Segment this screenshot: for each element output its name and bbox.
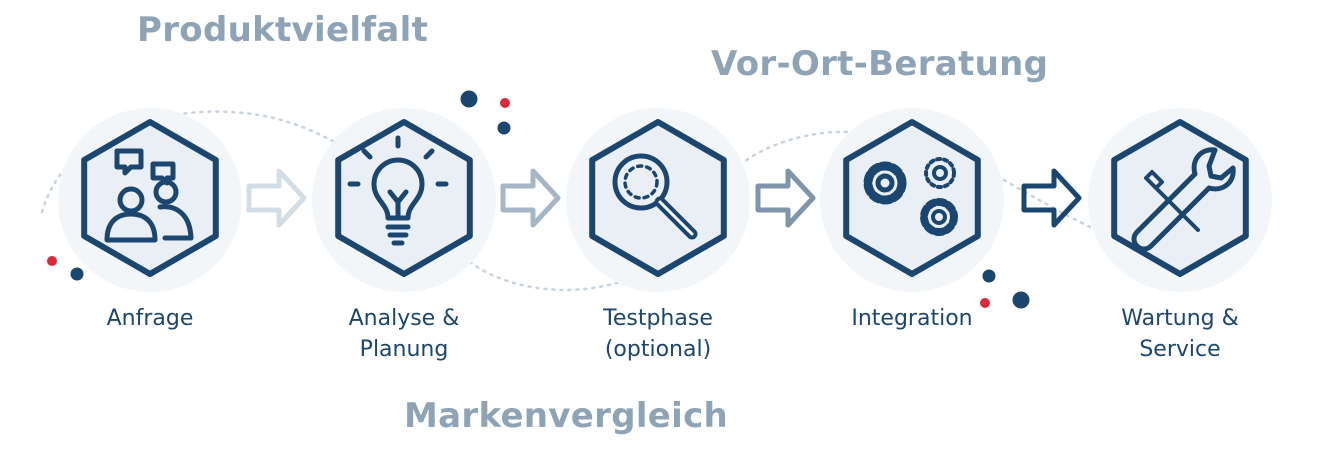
step-label-line: Wartung & — [1121, 306, 1239, 331]
decorative-dots — [47, 90, 1030, 309]
magnifier-icon — [612, 153, 698, 240]
step-label-line: Service — [1139, 337, 1221, 362]
gears-icon — [863, 157, 958, 236]
lightbulb-icon — [347, 135, 449, 246]
step-label-line: Planung — [359, 337, 449, 362]
navy-dot — [497, 121, 511, 135]
step-label-5: Wartung & Service — [1070, 303, 1290, 365]
step-label-2: Analyse & Planung — [294, 303, 514, 365]
navy-dot — [70, 267, 84, 281]
step-label-line: (optional) — [604, 337, 712, 362]
wrench-icon — [1131, 147, 1236, 252]
navy-dot — [982, 269, 996, 283]
step-label-line: Anfrage — [106, 306, 194, 331]
arrow-4-icon — [1021, 168, 1082, 228]
step-label-3: Testphase (optional) — [548, 303, 768, 365]
red-dot — [980, 298, 990, 308]
title-markenvergleich: Markenvergleich — [404, 396, 729, 436]
arrow-1-icon — [246, 168, 307, 228]
red-dot — [500, 98, 510, 108]
step-label-4: Integration — [802, 303, 1022, 334]
chat-people-icon — [104, 148, 194, 243]
title-vor-ort-beratung: Vor-Ort-Beratung — [711, 44, 1049, 84]
navy-dot — [460, 90, 478, 108]
step-label-line: Integration — [851, 306, 973, 331]
red-dot — [47, 256, 57, 266]
step-arrows — [246, 168, 1082, 228]
step-label-1: Anfrage — [40, 303, 260, 334]
arrow-3-icon — [755, 168, 816, 228]
arrow-2-icon — [500, 168, 561, 228]
title-produktvielfalt: Produktvielfalt — [137, 10, 429, 50]
step-label-line: Testphase — [603, 306, 713, 331]
step-label-line: Analyse & — [348, 306, 460, 331]
navy-dot — [1012, 291, 1030, 309]
